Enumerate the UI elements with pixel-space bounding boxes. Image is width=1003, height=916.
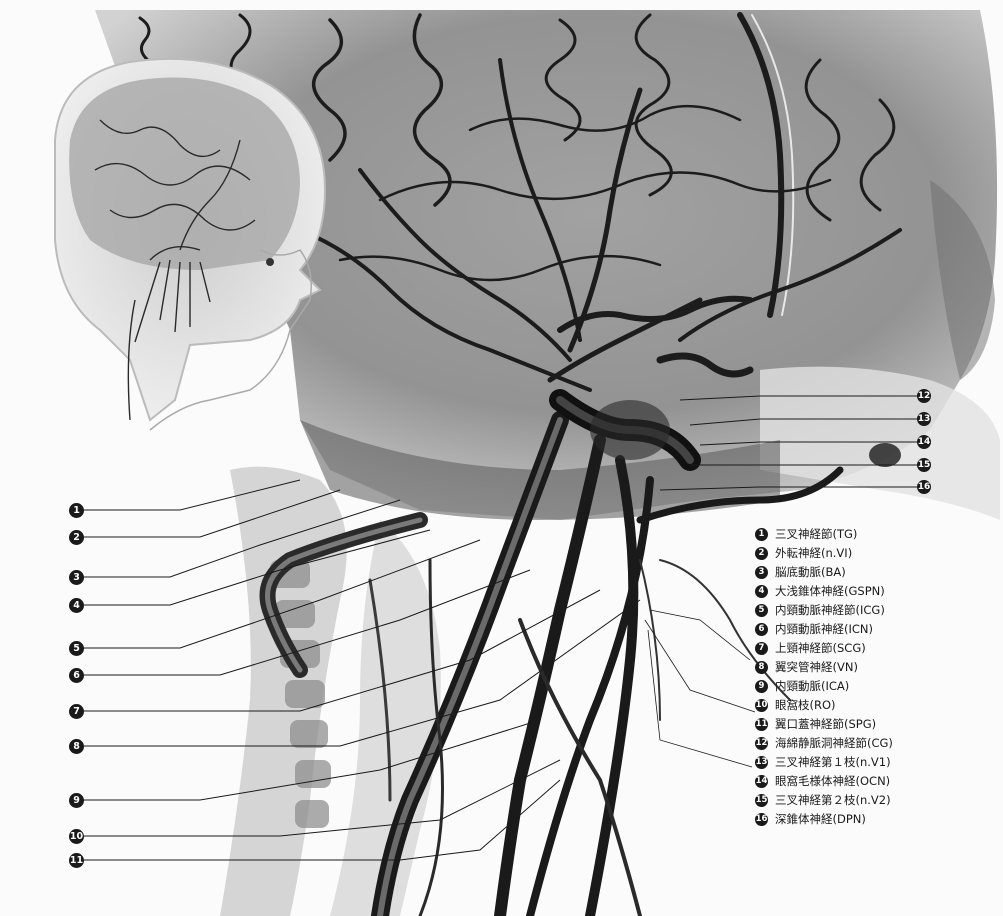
legend-item: 14 眼窩毛様体神経(OCN) <box>755 773 890 789</box>
legend-item: 7 上頸神経節(SCG) <box>755 640 866 656</box>
legend-label: 三叉神経第１枝(n.V1) <box>775 754 891 770</box>
legend-item: 10 眼窩枝(RO) <box>755 697 836 713</box>
legend-item: 5 内頸動脈神経節(ICG) <box>755 602 885 618</box>
marker-9: 9 <box>69 793 84 808</box>
marker-15: 15 <box>917 458 931 472</box>
marker-1: 1 <box>69 503 84 518</box>
legend-number: 5 <box>755 604 768 617</box>
legend-item: 1 三叉神経節(TG) <box>755 526 857 542</box>
legend-number: 12 <box>755 737 768 750</box>
legend-label: 海綿静脈洞神経節(CG) <box>775 735 893 751</box>
legend-label: 翼突管神経(VN) <box>775 659 858 675</box>
legend-label: 脳底動脈(BA) <box>775 564 846 580</box>
legend-item: 2 外転神経(n.VI) <box>755 545 852 561</box>
marker-7: 7 <box>69 704 84 719</box>
legend-label: 内頸動脈(ICA) <box>775 678 849 694</box>
legend-label: 内頸動脈神経(ICN) <box>775 621 873 637</box>
legend-number: 14 <box>755 775 768 788</box>
legend-label: 眼窩毛様体神経(OCN) <box>775 773 890 789</box>
legend-item: 11 翼口蓋神経節(SPG) <box>755 716 876 732</box>
marker-8: 8 <box>69 739 84 754</box>
legend-item: 6 内頸動脈神経(ICN) <box>755 621 873 637</box>
legend-label: 上頸神経節(SCG) <box>775 640 866 656</box>
marker-12: 12 <box>917 389 931 403</box>
legend-number: 9 <box>755 680 768 693</box>
legend-item: 4 大浅錐体神経(GSPN) <box>755 583 885 599</box>
legend-number: 13 <box>755 756 768 769</box>
marker-16: 16 <box>917 480 931 494</box>
legend-number: 8 <box>755 661 768 674</box>
legend-label: 三叉神経節(TG) <box>775 526 857 542</box>
legend-number: 10 <box>755 699 768 712</box>
legend-number: 7 <box>755 642 768 655</box>
marker-2: 2 <box>69 530 84 545</box>
legend-number: 11 <box>755 718 768 731</box>
legend-item: 8 翼突管神経(VN) <box>755 659 858 675</box>
legend-label: 外転神経(n.VI) <box>775 545 852 561</box>
marker-4: 4 <box>69 598 84 613</box>
marker-13: 13 <box>917 412 931 426</box>
marker-11: 11 <box>69 853 84 868</box>
legend-label: 深錐体神経(DPN) <box>775 811 866 827</box>
marker-6: 6 <box>69 668 84 683</box>
legend-number: 2 <box>755 547 768 560</box>
marker-3: 3 <box>69 570 84 585</box>
marker-10: 10 <box>69 829 84 844</box>
legend-label: 翼口蓋神経節(SPG) <box>775 716 876 732</box>
legend-item: 16 深錐体神経(DPN) <box>755 811 866 827</box>
legend-label: 内頸動脈神経節(ICG) <box>775 602 885 618</box>
legend-item: 13 三叉神経第１枝(n.V1) <box>755 754 891 770</box>
legend-item: 15 三叉神経第２枝(n.V2) <box>755 792 891 808</box>
legend-label: 大浅錐体神経(GSPN) <box>775 583 885 599</box>
legend-number: 3 <box>755 566 768 579</box>
legend-item: 12 海綿静脈洞神経節(CG) <box>755 735 893 751</box>
legend-item: 3 脳底動脈(BA) <box>755 564 846 580</box>
legend-label: 三叉神経第２枝(n.V2) <box>775 792 891 808</box>
legend-label: 眼窩枝(RO) <box>775 697 836 713</box>
legend-item: 9 内頸動脈(ICA) <box>755 678 849 694</box>
legend-number: 6 <box>755 623 768 636</box>
legend-number: 15 <box>755 794 768 807</box>
legend-number: 4 <box>755 585 768 598</box>
legend-number: 16 <box>755 813 768 826</box>
marker-14: 14 <box>917 435 931 449</box>
marker-5: 5 <box>69 641 84 656</box>
legend-number: 1 <box>755 528 768 541</box>
